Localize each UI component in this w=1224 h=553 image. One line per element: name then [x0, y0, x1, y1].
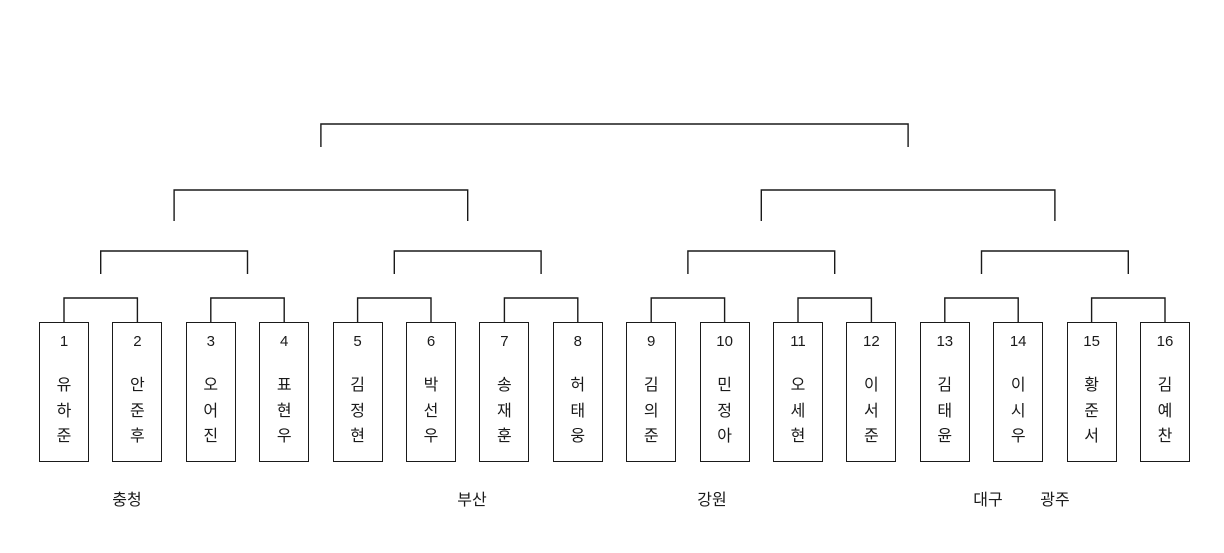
entrant-seed: 2	[133, 333, 142, 350]
entrant-seed: 10	[716, 333, 733, 350]
entrant-name: 오 어 진	[203, 377, 219, 445]
entrant-seed: 8	[573, 333, 582, 350]
entrant-seed: 15	[1083, 333, 1100, 350]
entrant-name: 이 서 준	[864, 377, 879, 445]
entrant-name: 김 정 현	[350, 377, 365, 445]
entrant-seed: 6	[426, 333, 436, 350]
entrant-name: 김 태 윤	[937, 377, 953, 445]
match-connector-round-1	[63, 297, 139, 322]
entrant-seed: 16	[1156, 333, 1174, 350]
match-connector-round-1	[944, 297, 1019, 322]
entrant-seed: 13	[936, 333, 954, 350]
entrant-seed: 12	[863, 333, 880, 350]
entrant-seed: 3	[206, 333, 215, 350]
entrant-box: 7 송 재 훈	[479, 322, 530, 462]
entrant-name: 김 예 찬	[1157, 377, 1173, 445]
entrant-box: 13 김 태 윤	[919, 322, 970, 462]
entrant-name: 김 의 준	[643, 377, 659, 445]
entrant-box: 1 유 하 준	[39, 322, 89, 462]
entrant-name: 박 선 우	[423, 377, 439, 445]
entrant-seed: 4	[280, 333, 289, 350]
match-connector-round-2	[393, 250, 542, 274]
match-connector-round-1	[210, 297, 285, 322]
match-connector-round-2	[100, 250, 249, 274]
entrant-box: 14 이 시 우	[993, 322, 1044, 462]
entrant-seed: 7	[500, 333, 509, 350]
entrant-box: 10 민 정 아	[699, 322, 750, 462]
entrant-seed: 9	[647, 333, 656, 350]
entrant-box: 5 김 정 현	[332, 322, 383, 462]
entrant-name: 민 정 아	[717, 377, 732, 445]
match-connector-round-1	[1090, 297, 1166, 322]
match-connector-round-1	[797, 297, 873, 322]
entrant-box: 6 박 선 우	[406, 322, 456, 462]
entrant-name: 오 세 현	[790, 377, 806, 445]
entrant-name: 송 재 훈	[497, 377, 512, 445]
entrant-box: 16 김 예 찬	[1140, 322, 1190, 462]
match-connector-round-1	[356, 297, 432, 322]
entrant-name: 유 하 준	[56, 377, 72, 445]
entrant-name: 황 준 서	[1084, 377, 1099, 445]
region-label: 광주	[1040, 492, 1070, 509]
entrant-name: 안 준 후	[130, 377, 145, 445]
match-connector-round-3	[173, 189, 469, 221]
entrant-box: 2 안 준 후	[112, 322, 163, 462]
region-label: 대구	[973, 492, 1003, 509]
match-connector-round-1	[503, 297, 579, 322]
entrant-box: 11 오 세 현	[773, 322, 823, 462]
match-connector-round-2	[980, 250, 1129, 274]
region-label: 부산	[457, 492, 487, 509]
entrant-seed: 14	[1009, 333, 1027, 350]
entrant-box: 15 황 준 서	[1066, 322, 1117, 462]
region-label: 강원	[697, 492, 727, 509]
match-connector-round-3	[760, 189, 1056, 221]
entrant-name: 이 시 우	[1010, 377, 1026, 445]
entrant-box: 9 김 의 준	[626, 322, 677, 462]
entrant-seed: 5	[353, 333, 362, 350]
entrant-box: 4 표 현 우	[259, 322, 310, 462]
match-connector-round-2	[687, 250, 836, 274]
entrant-seed: 11	[790, 333, 806, 350]
entrant-name: 허 태 웅	[570, 377, 586, 445]
entrant-name: 표 현 우	[276, 377, 292, 445]
region-label: 충청	[112, 492, 142, 509]
entrant-box: 3 오 어 진	[185, 322, 236, 462]
entrant-box: 12 이 서 준	[846, 322, 897, 462]
entrant-seed: 1	[59, 333, 69, 350]
entrant-box: 8 허 태 웅	[552, 322, 603, 462]
match-connector-round-4	[320, 123, 909, 147]
match-connector-round-1	[650, 297, 726, 322]
